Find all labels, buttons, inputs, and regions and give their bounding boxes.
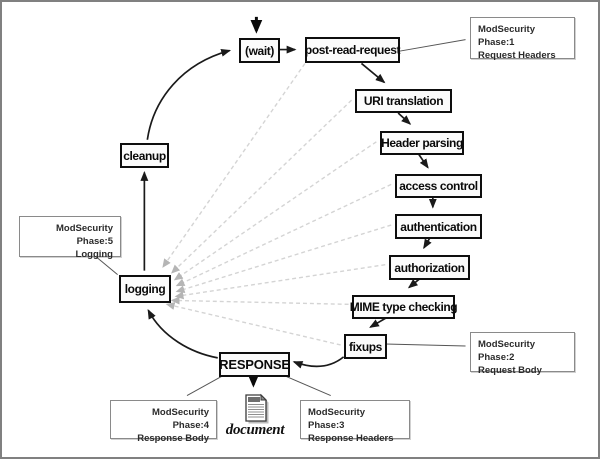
node-authorization: authorization <box>389 255 470 280</box>
node-authorization-label: authorization <box>394 260 465 275</box>
phase2-subtitle: Request Body <box>478 364 542 376</box>
node-post-read-request-label: post-read-request <box>304 43 401 57</box>
phase5-subtitle: Logging <box>75 248 113 260</box>
node-access-control: access control <box>395 174 482 198</box>
document-label: document <box>225 422 285 438</box>
node-response: RESPONSE <box>219 352 290 377</box>
phase3-subtitle: Response Headers <box>308 432 394 444</box>
node-logging: logging <box>119 275 171 303</box>
node-post-read-request: post-read-request <box>304 37 401 63</box>
node-wait-label: (wait) <box>245 43 274 58</box>
phase2-title: ModSecurity Phase:2 <box>478 339 536 363</box>
node-uri-translation: URI translation <box>355 89 452 113</box>
phase1-subtitle: Request Headers <box>478 49 556 61</box>
phase4-subtitle: Response Body <box>137 432 209 444</box>
node-cleanup: cleanup <box>120 143 169 168</box>
node-cleanup-label: cleanup <box>123 148 166 163</box>
callout-modsecurity-phase5: ModSecurity Phase:5 Logging <box>19 216 121 260</box>
phase4-title: ModSecurity Phase:4 <box>151 407 209 431</box>
node-authentication-label: authentication <box>400 219 477 234</box>
node-header-parsing: Header parsing <box>380 131 464 155</box>
callout-modsecurity-phase4: ModSecurity Phase:4 Response Body <box>110 400 217 444</box>
phase5-title: ModSecurity Phase:5 <box>55 223 113 247</box>
entry-exit-arrows <box>247 16 263 388</box>
callout-modsecurity-phase2: ModSecurity Phase:2 Request Body <box>470 332 575 376</box>
document-icon <box>240 391 270 430</box>
node-header-parsing-label: Header parsing <box>381 136 463 150</box>
node-fixups-label: fixups <box>349 339 382 354</box>
node-wait: (wait) <box>239 38 280 63</box>
node-mime-type-checking: MIME type checking <box>349 295 458 319</box>
callout-modsecurity-phase3: ModSecurity Phase:3 Response Headers <box>300 400 410 444</box>
logging-dashed-arrows <box>162 63 392 346</box>
node-uri-translation-label: URI translation <box>363 94 444 108</box>
node-fixups: fixups <box>344 334 387 359</box>
callout-modsecurity-phase1: ModSecurity Phase:1 Request Headers <box>470 17 575 61</box>
flow-arrows <box>140 45 437 369</box>
node-logging-label: logging <box>124 282 166 296</box>
node-response-label: RESPONSE <box>219 357 290 372</box>
phase3-title: ModSecurity Phase:3 <box>308 407 366 431</box>
node-mime-type-checking-label: MIME type checking <box>349 300 458 314</box>
node-access-control-label: access control <box>399 179 478 193</box>
callout-connectors <box>94 39 466 396</box>
phase1-title: ModSecurity Phase:1 <box>478 24 536 48</box>
node-authentication: authentication <box>395 214 482 239</box>
